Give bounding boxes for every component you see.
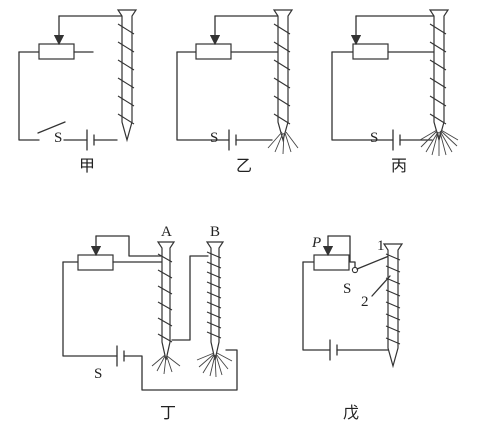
attracted-pins-b bbox=[196, 352, 233, 378]
switch-lever bbox=[37, 121, 66, 134]
attracted-pins bbox=[267, 131, 299, 155]
attracted-pins-a bbox=[151, 354, 181, 375]
coil bbox=[429, 23, 447, 125]
iron-nail-b bbox=[205, 241, 225, 361]
coil bbox=[385, 253, 401, 345]
circuit-bing: S 丙 bbox=[331, 9, 459, 175]
caption: 戊 bbox=[343, 404, 359, 422]
iron-nail bbox=[272, 9, 294, 143]
rheostat bbox=[195, 43, 232, 60]
caption: 丙 bbox=[391, 158, 407, 175]
rheostat bbox=[38, 43, 75, 60]
slider-label: P bbox=[311, 235, 321, 251]
rheostat bbox=[77, 254, 114, 271]
switch-label: S bbox=[210, 130, 218, 146]
switch-blade bbox=[356, 255, 390, 270]
caption: 乙 bbox=[236, 158, 252, 175]
switch-label: S bbox=[370, 130, 378, 146]
switch-label: S bbox=[94, 366, 102, 382]
caption: 甲 bbox=[79, 158, 95, 175]
caption: 丁 bbox=[160, 405, 176, 422]
iron-nail-a bbox=[156, 241, 176, 361]
nail-b-label: B bbox=[210, 224, 220, 240]
circuit-yi: S 乙 bbox=[176, 9, 299, 175]
coil-b bbox=[206, 251, 222, 339]
contact-1-label: 1 bbox=[377, 238, 385, 254]
coil bbox=[273, 23, 291, 125]
rheostat bbox=[313, 254, 350, 271]
label-2-leader bbox=[371, 275, 391, 297]
nail-a-label: A bbox=[161, 224, 172, 240]
contact-2-label: 2 bbox=[361, 294, 369, 310]
coil bbox=[117, 23, 135, 125]
circuit-wu: P 1 S 2 戊 bbox=[302, 235, 404, 422]
switch-label: S bbox=[54, 130, 62, 146]
coil-a bbox=[157, 253, 173, 343]
iron-nail bbox=[116, 9, 138, 143]
switch-label: S bbox=[343, 281, 351, 297]
circuit-ding: A B S 丁 bbox=[62, 224, 238, 422]
switch-pivot bbox=[351, 266, 359, 274]
circuit-jia: S 甲 bbox=[18, 9, 138, 175]
attracted-pins bbox=[419, 129, 459, 156]
rheostat bbox=[352, 43, 389, 60]
